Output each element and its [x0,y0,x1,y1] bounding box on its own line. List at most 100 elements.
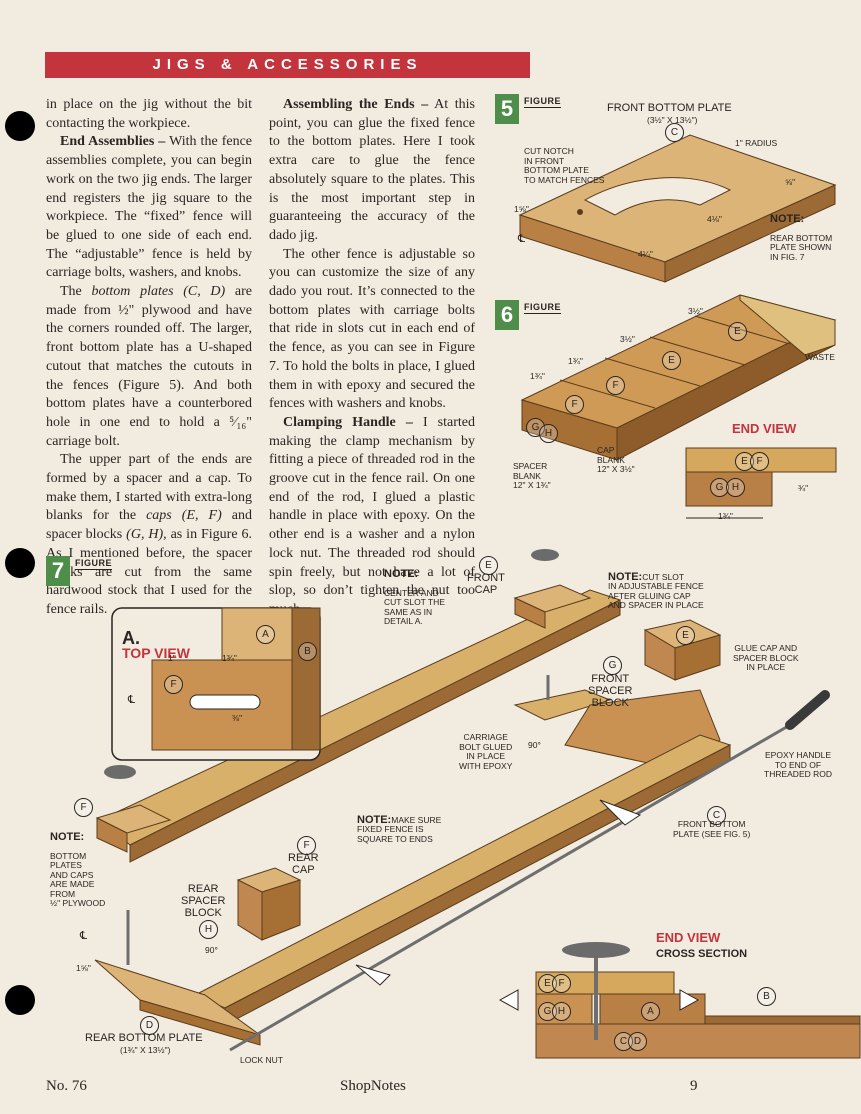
footer-issue: No. 76 [46,1078,87,1094]
figure5-centerline: ℄ [518,233,526,245]
note-body: MAKE SURE FIXED FENCE IS SQUARE TO ENDS [357,814,442,844]
callout-h: H [539,424,558,443]
figure7-front-cap: FRONT CAP [467,572,505,596]
figure6-end-view-width: 1¾" [718,511,733,521]
paragraph: The bottom plates (C, D) are made from ½… [46,283,252,451]
figure5-title: FRONT BOTTOM PLATE [607,102,732,114]
figure5-dim-4-8: 4⅛" [707,214,722,224]
figure7-centerline: ℄ [80,930,88,942]
text-column-1: in place on the jig without the bit cont… [46,96,252,620]
figure6-dim-c: 1¾" [568,356,583,366]
note-head: NOTE: [357,813,392,826]
paragraph-text: The upper part of the ends are formed by… [46,452,252,524]
callout-f: F [565,395,584,414]
note-head: NOTE: [384,567,419,580]
figure5-notch-note: CUT NOTCH IN FRONT BOTTOM PLATE TO MATCH… [524,146,605,185]
figure7-rear-spacer: REAR SPACER BLOCK [181,883,226,919]
callout-f: F [297,836,316,855]
figure5-note: NOTE: REAR BOTTOM PLATE SHOWN IN FIG. 7 [770,205,832,262]
note-head: NOTE: [50,830,85,843]
paragraph: The other fence is adjustable so you can… [269,246,475,412]
paragraph-text: and spacer blocks [46,508,253,543]
paragraph: Clamping Handle – I started making the c… [269,414,475,620]
figure7-angle-2: 90° [205,945,218,955]
figure6-waste: WASTE [805,352,835,362]
callout-h: H [199,920,218,939]
callout-f: F [750,452,769,471]
figure7-drawing [94,549,861,1059]
top-view-dim-1: 1" [168,653,176,663]
figure6-dim-d: 1¾" [530,371,545,381]
top-view-letter: a. [122,628,140,648]
figure6-spacer-blank: SPACER BLANK 12" x 1¾" [513,461,551,490]
figure7-note4: NOTE: BOTTOM PLATES AND CAPS ARE MADE FR… [50,823,105,909]
section-header: JIGS & ACCESSORIES [45,52,530,78]
binder-hole-bottom [5,985,35,1015]
footer-magazine: ShopNotes [340,1078,406,1094]
text-column-2: Assembling the Ends – At this point, you… [269,96,475,620]
note-body: CENTER AND CUT SLOT THE SAME AS IN DETAI… [384,587,445,626]
subhead: Assembling the Ends – [283,97,429,112]
callout-a: A [256,625,275,644]
top-view-label: TOP VIEW [122,645,190,661]
binder-hole-top [5,111,35,141]
callout-f: F [74,798,93,817]
callout-e: E [479,556,498,575]
note-head: NOTE: [770,212,805,225]
figure7-badge: 7 FIGURE [46,556,113,586]
figure5-badge: 5 FIGURE [495,94,562,124]
figure6-dim-a: 3½" [688,306,703,316]
figure7-rear-bottom-dim: (1¾" x 13½") [120,1045,171,1055]
figure5-dim-4-4: 4¼" [638,249,653,259]
figure6-end-view-height: ¾" [798,483,809,493]
callout-c: C [707,806,726,825]
figure7-lock-nut: LOCK NUT [240,1055,283,1065]
figure7-note2: NOTE:CUT SLOT IN ADJUSTABLE FENCE AFTER … [608,563,704,611]
note-body: REAR BOTTOM PLATE SHOWN IN FIG. 7 [770,232,833,262]
figure5-subtitle: (3½" x 13½") [647,115,698,125]
callout-a: A [641,1002,660,1021]
callout-f: F [552,974,571,993]
callout-e: E [728,322,747,341]
paragraph: End Assemblies – With the fence assembli… [46,133,252,283]
figure5-drawing [518,134,837,283]
paragraph-text: I started making the clamp mechanism by … [269,414,475,617]
callout-f: F [606,376,625,395]
paragraph: The upper part of the ends are formed by… [46,451,252,619]
callout-c: C [665,123,684,142]
top-view-centerline: ℄ [128,694,136,706]
figure-number: 6 [495,300,519,330]
paragraph-text: The [60,284,92,300]
figure6-dim-b: 3½" [620,334,635,344]
note-body: CUT SLOT IN ADJUSTABLE FENCE AFTER GLUIN… [608,571,704,610]
figure7-note3: NOTE:MAKE SURE FIXED FENCE IS SQUARE TO … [357,806,441,844]
callout-h: H [726,478,745,497]
figure7-glue-cap: GLUE CAP AND SPACER BLOCK IN PLACE [733,643,799,672]
paragraph: Assembling the Ends – At this point, you… [269,96,475,246]
part-ref: (G, H) [126,527,164,543]
callout-d: D [140,1016,159,1035]
callout-b: B [298,642,317,661]
callout-e: E [676,626,695,645]
top-view-dim-3: ⅜" [232,713,243,723]
paragraph-text: With the fence assemblies complete, you … [46,134,252,281]
figure7-rear-cap: REAR CAP [288,852,319,876]
part-ref: caps (E, F) [146,508,222,524]
callout-e: E [662,351,681,370]
callout-d: D [628,1032,647,1051]
figure7-rear-bottom: REAR BOTTOM PLATE [85,1032,203,1044]
figure7-dim-1-8: 1⅝" [76,963,91,973]
figure-number: 5 [495,94,519,124]
footer-page-number: 9 [690,1078,698,1094]
figure7-end-view: END VIEW [656,930,721,945]
callout-b: B [757,987,776,1006]
figure7-front-spacer: FRONT SPACER BLOCK [588,673,633,709]
subhead: End Assemblies – [60,134,166,150]
figure7-front-bottom: FRONT BOTTOM PLATE (SEE FIG. 5) [673,819,751,839]
callout-h: H [552,1002,571,1021]
paragraph-text: , as in Figure 6. As I mentioned before,… [46,527,252,617]
figure7-carriage-bolt: CARRIAGE BOLT GLUED IN PLACE WITH EPOXY [459,732,513,771]
callout-g: G [603,656,622,675]
figure7-angle: 90° [528,740,541,750]
